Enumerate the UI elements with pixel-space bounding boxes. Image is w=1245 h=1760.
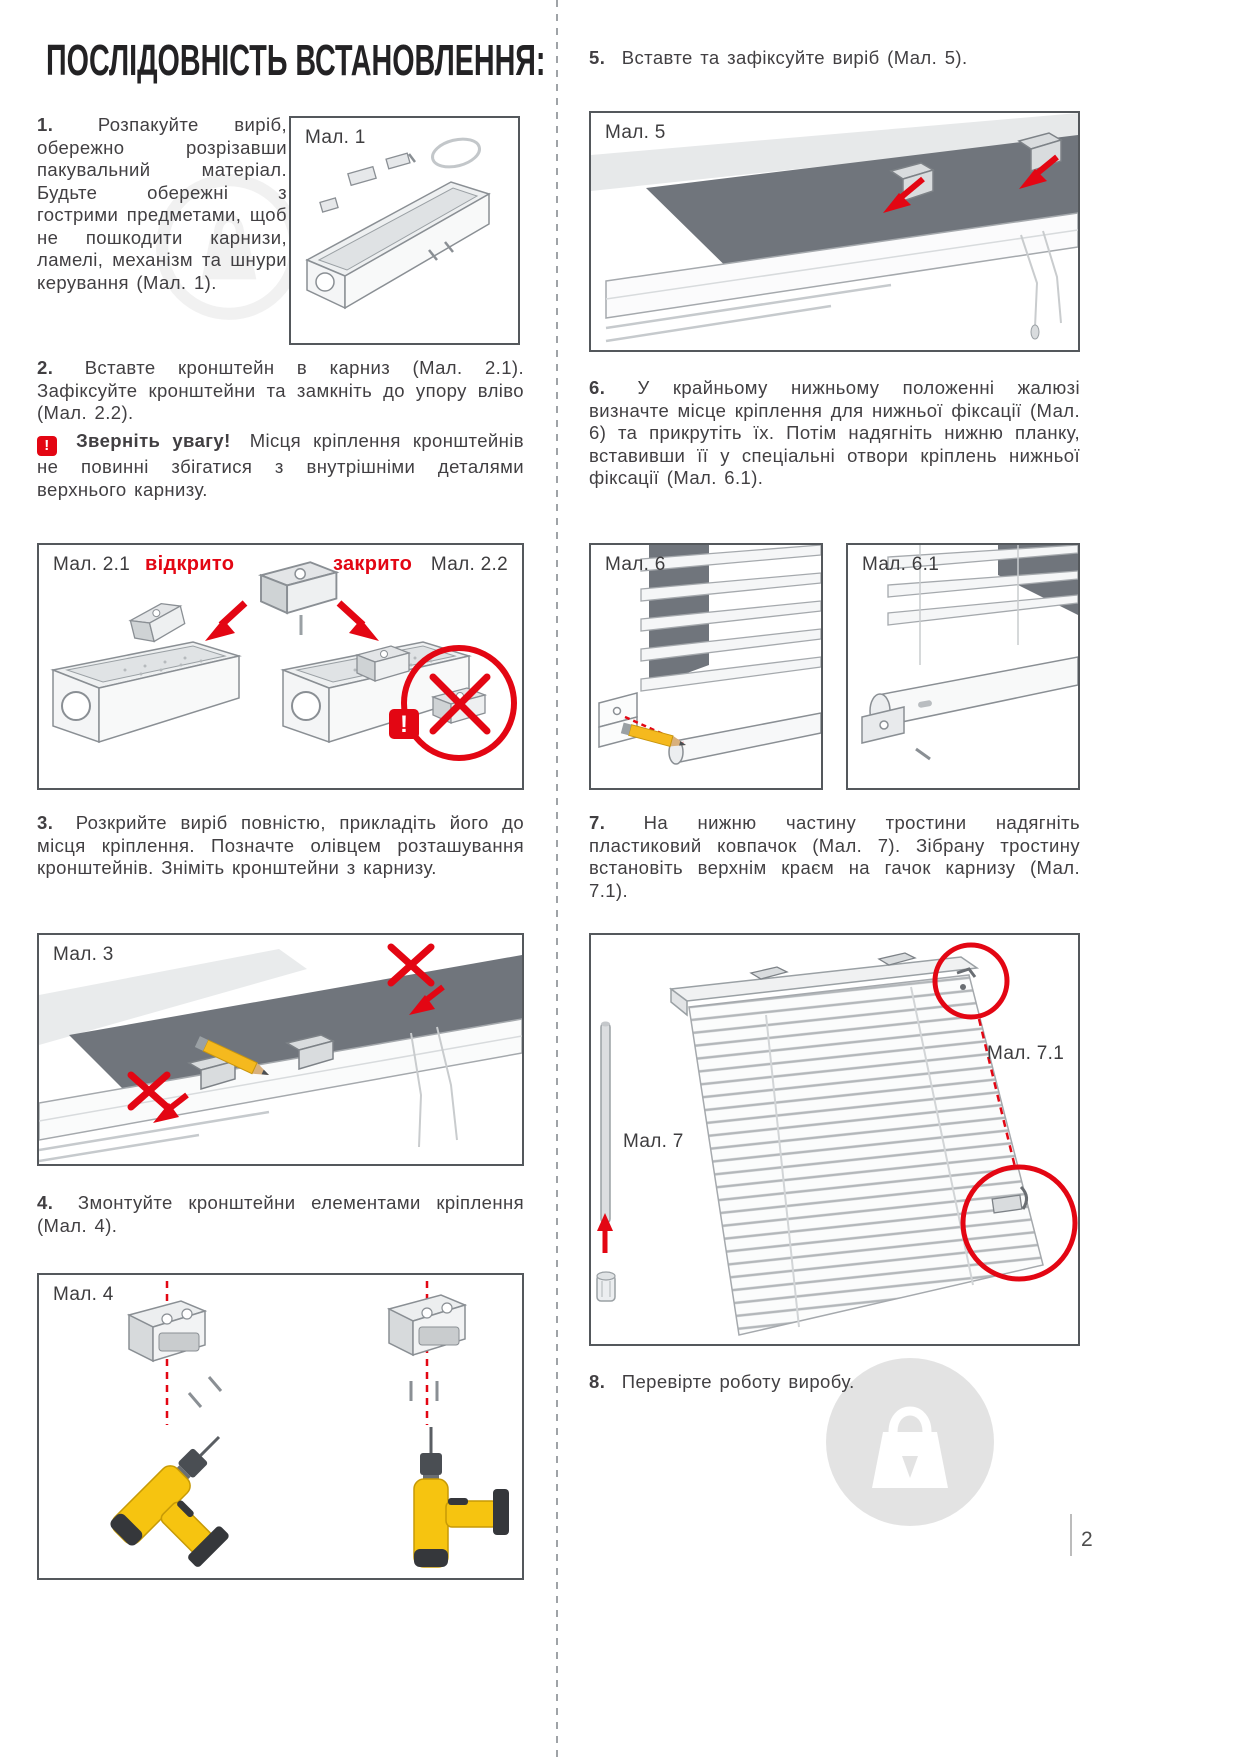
figure-5-illustration <box>591 113 1078 343</box>
plastic-cap-icon <box>596 1271 616 1302</box>
figure-6-box: Мал. 6 <box>589 543 823 790</box>
fixation-bracket-icon <box>598 692 638 748</box>
step-8: 8. Перевірте роботу виробу. <box>589 1371 1080 1394</box>
figure-5-box: Мал. 5 <box>589 111 1080 352</box>
screw-icon <box>915 747 931 761</box>
step-4-number: 4. <box>37 1192 54 1213</box>
figure-6-illustration <box>598 545 821 765</box>
figure-4-illustration <box>106 1281 511 1578</box>
fixation-bracket-icon <box>861 706 905 744</box>
step-2-warning: ! Зверніть увагу! Місця кріплення кроншт… <box>37 430 524 501</box>
pencil-icon <box>620 722 686 748</box>
figure-4-box: Мал. 4 <box>37 1273 524 1580</box>
page-number-divider <box>1070 1514 1072 1556</box>
drill-icon <box>412 1425 511 1569</box>
figure-71-label: Мал. 7.1 <box>987 1043 1065 1064</box>
step-7: 7. На нижню частину тростини надягніть п… <box>589 812 1080 902</box>
headrail-icon <box>52 641 240 743</box>
figure-5-label: Мал. 5 <box>605 122 666 143</box>
drill-icon <box>106 1423 276 1578</box>
screw-icon <box>187 1376 439 1408</box>
figure-7-box: Мал. 7 Мал. 7.1 <box>589 933 1080 1346</box>
step-3-number: 3. <box>37 812 54 833</box>
page-number: 2 <box>1081 1528 1093 1551</box>
step-1-text: Розпакуйте виріб, обережно розрізавши па… <box>37 114 288 293</box>
red-arrow-up-icon <box>597 1213 613 1253</box>
step-5-text: Вставте та зафіксуйте виріб (Мал. 5). <box>621 47 968 68</box>
bracket-icon <box>749 952 917 980</box>
figure-1-label: Мал. 1 <box>305 127 366 148</box>
red-x-icon <box>387 943 435 987</box>
step-7-text: На нижню частину тростини надягніть плас… <box>589 812 1080 901</box>
column-divider <box>556 0 558 1760</box>
red-x-icon <box>429 673 491 735</box>
warning-icon: ! <box>37 436 57 456</box>
red-arrow-icon <box>1019 154 1059 189</box>
red-arrow-icon <box>409 984 445 1015</box>
screw-icon <box>408 153 454 261</box>
step-2-text: Вставте кронштейн в карниз (Мал. 2.1). З… <box>37 357 525 424</box>
figure-22-label: Мал. 2.2 <box>430 554 508 575</box>
wand-rod-icon <box>600 1021 611 1224</box>
red-arrow-icon <box>205 600 248 641</box>
figure-21-label: Мал. 2.1 <box>53 554 131 575</box>
figure-6-label: Мал. 6 <box>605 554 666 575</box>
pencil-icon <box>194 1036 269 1075</box>
step-1: 1. Розпакуйте виріб, обережно розрізавши… <box>37 114 287 295</box>
step-3-text: Розкрийте виріб повністю, прикладіть йог… <box>37 812 525 879</box>
step-1-number: 1. <box>37 114 54 135</box>
red-dashed-guide <box>624 715 684 745</box>
warning-badge <box>389 709 419 739</box>
step-5: 5. Вставте та зафіксуйте виріб (Мал. 5). <box>589 47 1069 70</box>
closed-label: закрито <box>333 553 413 575</box>
figure-3-label: Мал. 3 <box>53 944 114 965</box>
step-6: 6. У крайньому нижньому положенні жалюзі… <box>589 377 1080 490</box>
figure-7-illustration <box>596 942 1078 1336</box>
page-title: ПОСЛІДОВНІСТЬ ВСТАНОВЛЕННЯ: <box>46 36 546 85</box>
bracket-icon <box>128 1300 206 1362</box>
warning-mark: ! <box>400 711 408 738</box>
step-5-number: 5. <box>589 47 606 68</box>
prohibited-circle-icon <box>401 645 517 761</box>
red-arrow-icon <box>336 600 379 641</box>
figure-2-illustration: ! <box>52 561 517 761</box>
figure-61-illustration <box>861 545 1078 761</box>
step-2-number: 2. <box>37 357 54 378</box>
step-6-text: У крайньому нижньому положенні жалюзі ви… <box>589 377 1080 489</box>
figure-61-label: Мал. 6.1 <box>862 554 940 575</box>
step-3: 3. Розкрийте виріб повністю, прикладіть … <box>37 812 524 880</box>
step-8-number: 8. <box>589 1371 606 1392</box>
step-8-text: Перевірте роботу виробу. <box>621 1371 855 1392</box>
zoom-circle-icon <box>960 1164 1078 1282</box>
red-arrow-icon <box>883 176 925 213</box>
red-x-icon <box>127 1071 171 1111</box>
step-6-number: 6. <box>589 377 606 398</box>
warning-text: Місця кріплення кронштейнів не повинні з… <box>37 430 525 500</box>
red-arrow-icon <box>153 1092 189 1123</box>
open-label: відкрито <box>145 553 235 575</box>
figure-3-box: Мал. 3 <box>37 933 524 1166</box>
zoom-circle-icon <box>932 942 1010 1020</box>
brand-bag-icon <box>826 1358 994 1526</box>
warning-title: Зверніть увагу! <box>76 430 231 451</box>
bracket-icon <box>127 598 188 647</box>
step-4-text: Змонтуйте кронштейни елементами кріпленн… <box>37 1192 524 1236</box>
step-7-number: 7. <box>589 812 606 833</box>
bracket-icon <box>257 561 340 615</box>
figure-61-box: Мал. 6.1 <box>846 543 1080 790</box>
figure-4-label: Мал. 4 <box>53 1284 114 1305</box>
step-2: 2. Вставте кронштейн в карниз (Мал. 2.1)… <box>37 357 524 425</box>
figure-2-box: ! Мал. 2.1 відкрито закрито Мал. 2.2 <box>37 543 524 790</box>
figure-3-illustration <box>39 943 522 1163</box>
mechanism-detail <box>991 1185 1028 1214</box>
figure-1-box: Мал. 1 <box>289 116 520 345</box>
figure-1-illustration <box>305 137 491 310</box>
step-4: 4. Змонтуйте кронштейни елементами кріпл… <box>37 1192 524 1237</box>
figure-7-label: Мал. 7 <box>623 1131 684 1152</box>
watermark-logo-bottom <box>820 1352 1000 1532</box>
bracket-icon <box>388 1294 466 1356</box>
